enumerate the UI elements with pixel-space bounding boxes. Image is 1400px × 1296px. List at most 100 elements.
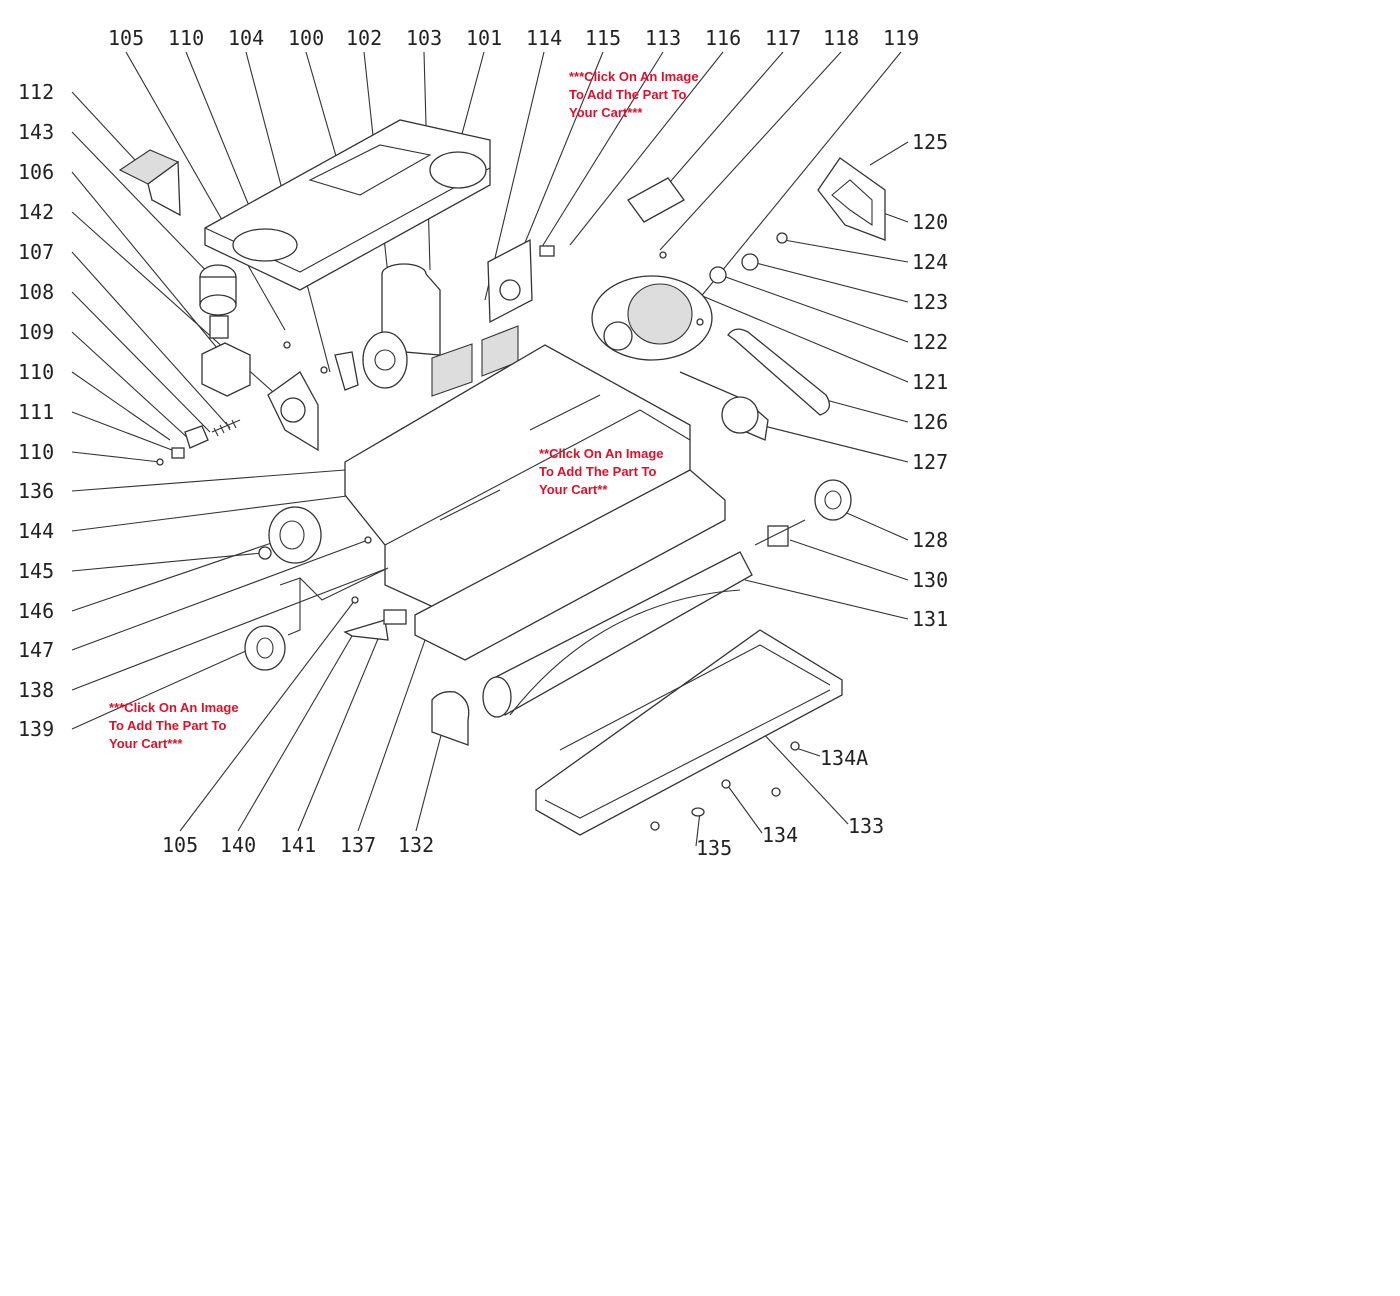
part-bearing-122[interactable] (709, 266, 727, 284)
part-label-115[interactable]: 115 (585, 26, 622, 50)
part-spring-108[interactable] (211, 419, 241, 437)
part-endcap-132[interactable] (431, 691, 470, 746)
part-label-119[interactable]: 119 (883, 26, 920, 50)
part-label-142[interactable]: 142 (18, 200, 55, 224)
part-motor-121[interactable] (591, 275, 713, 361)
part-washer-135[interactable] (691, 807, 705, 817)
part-label-113[interactable]: 113 (645, 26, 682, 50)
leader-line (869, 141, 909, 166)
part-label-145[interactable]: 145 (18, 559, 55, 583)
part-label-134[interactable]: 134 (762, 823, 799, 847)
part-label-116[interactable]: 116 (705, 26, 742, 50)
part-wheel-138[interactable] (244, 625, 286, 671)
part-latch-109[interactable] (184, 425, 209, 449)
part-gear-128[interactable] (814, 479, 852, 521)
part-label-111[interactable]: 111 (18, 400, 55, 424)
part-label-139[interactable]: 139 (18, 717, 55, 741)
part-label-105[interactable]: 105 (162, 833, 199, 857)
part-label-140[interactable]: 140 (220, 833, 257, 857)
leader-line (659, 51, 842, 251)
part-label-135[interactable]: 135 (696, 836, 733, 860)
part-label-118[interactable]: 118 (823, 26, 860, 50)
part-housing-120[interactable] (817, 157, 886, 241)
part-label-105[interactable]: 105 (108, 26, 145, 50)
part-plate-142[interactable] (267, 371, 319, 452)
part-label-112[interactable]: 112 (18, 80, 55, 104)
part-shaft-130[interactable] (754, 519, 806, 547)
part-label-127[interactable]: 127 (912, 450, 949, 474)
part-belt-126[interactable] (727, 328, 831, 416)
part-label-103[interactable]: 103 (406, 26, 443, 50)
part-frame-137[interactable] (414, 469, 726, 661)
part-label-137[interactable]: 137 (340, 833, 377, 857)
leader-line (699, 294, 909, 383)
leader-line (297, 621, 386, 832)
part-clip-104[interactable] (334, 351, 359, 391)
part-label-133[interactable]: 133 (848, 814, 885, 838)
part-label-122[interactable]: 122 (912, 330, 949, 354)
part-plate-114[interactable] (487, 238, 533, 324)
part-label-141[interactable]: 141 (280, 833, 317, 857)
part-screw-134[interactable] (650, 779, 781, 831)
part-label-114[interactable]: 114 (526, 26, 563, 50)
part-label-121[interactable]: 121 (912, 370, 949, 394)
part-rod-146[interactable] (279, 567, 389, 636)
part-label-134a[interactable]: 134A (820, 746, 869, 770)
part-label-110[interactable]: 110 (18, 360, 55, 384)
part-label-101[interactable]: 101 (466, 26, 503, 50)
part-label-130[interactable]: 130 (912, 568, 949, 592)
part-motor-housing-102[interactable] (362, 263, 441, 389)
part-label-120[interactable]: 120 (912, 210, 949, 234)
part-bearing-123[interactable] (741, 253, 759, 271)
part-lever-140[interactable] (343, 619, 389, 641)
leader-line (125, 51, 286, 331)
part-grille-112[interactable] (118, 149, 181, 217)
part-label-146[interactable]: 146 (18, 599, 55, 623)
part-label-110[interactable]: 110 (168, 26, 205, 50)
part-screws-misc[interactable] (156, 251, 704, 604)
instruction-note-middle: **Click On An Image To Add The Part To Y… (539, 446, 664, 497)
part-label-136[interactable]: 136 (18, 479, 55, 503)
part-block-106[interactable] (201, 342, 251, 397)
part-cap-111[interactable] (171, 447, 185, 459)
part-label-117[interactable]: 117 (765, 26, 802, 50)
part-bottom-plate-133[interactable] (535, 629, 843, 836)
part-label-125[interactable]: 125 (912, 130, 949, 154)
part-pulley-127[interactable] (679, 371, 769, 441)
leader-line (71, 469, 346, 492)
part-card-119[interactable] (627, 177, 685, 223)
leader-line (795, 747, 821, 757)
part-label-108[interactable]: 108 (18, 280, 55, 304)
part-label-131[interactable]: 131 (912, 607, 949, 631)
part-nut-124[interactable] (776, 232, 788, 244)
part-label-143[interactable]: 143 (18, 120, 55, 144)
part-wheel-144[interactable] (258, 506, 322, 564)
part-label-132[interactable]: 132 (398, 833, 435, 857)
part-label-128[interactable]: 128 (912, 528, 949, 552)
leader-line (759, 729, 849, 825)
part-label-107[interactable]: 107 (18, 240, 55, 264)
part-label-126[interactable]: 126 (912, 410, 949, 434)
part-label-124[interactable]: 124 (912, 250, 949, 274)
part-screw-134a[interactable] (790, 741, 800, 751)
part-hood-100[interactable] (204, 119, 491, 291)
part-label-100[interactable]: 100 (288, 26, 325, 50)
part-bracket-141[interactable] (383, 609, 407, 625)
part-bracket-115[interactable] (539, 245, 555, 257)
part-label-147[interactable]: 147 (18, 638, 55, 662)
leader-line (71, 539, 369, 651)
part-label-109[interactable]: 109 (18, 320, 55, 344)
leader-line (695, 811, 701, 847)
leader-line (649, 51, 784, 206)
part-label-102[interactable]: 102 (346, 26, 383, 50)
part-label-104[interactable]: 104 (228, 26, 265, 50)
leader-lines (71, 51, 909, 847)
part-filter-116[interactable] (431, 325, 519, 397)
part-label-144[interactable]: 144 (18, 519, 55, 543)
part-label-123[interactable]: 123 (912, 290, 949, 314)
part-label-110[interactable]: 110 (18, 440, 55, 464)
part-label-106[interactable]: 106 (18, 160, 55, 184)
part-brushroll-131[interactable] (482, 551, 753, 718)
part-knob-143[interactable] (199, 264, 237, 339)
part-label-138[interactable]: 138 (18, 678, 55, 702)
